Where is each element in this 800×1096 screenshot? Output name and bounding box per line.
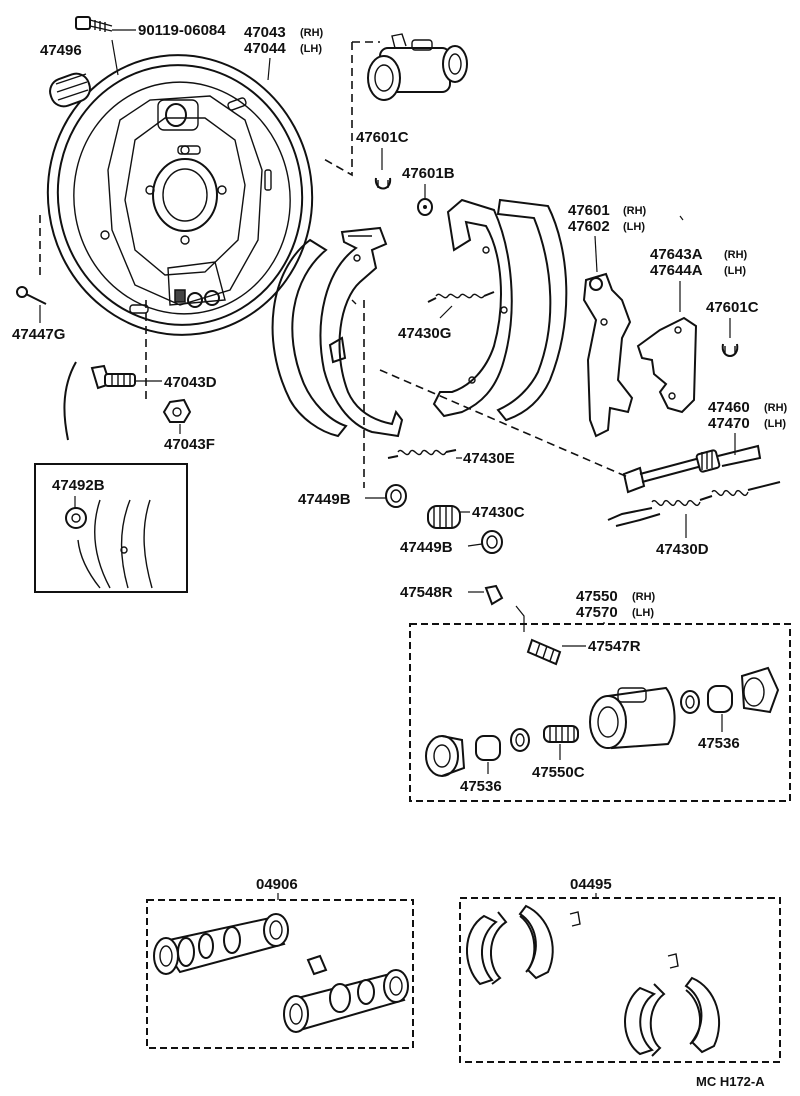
kit-04906-cylinder-right (283, 954, 409, 1033)
label-47449b-lower: 47449B (400, 539, 453, 556)
label-47550: 47550 (576, 588, 618, 605)
kit-04906-cylinder-left (153, 913, 289, 975)
label-47044: 47044 (244, 40, 286, 57)
label-47430g: 47430G (398, 325, 451, 342)
label-47449b-upper: 47449B (298, 491, 351, 508)
label-47536-left: 47536 (460, 778, 502, 795)
tag-47644a-lh: (LH) (724, 265, 746, 277)
tag-47460-rh: (RH) (764, 402, 788, 414)
boot-right (740, 666, 780, 714)
label-47570: 47570 (576, 604, 618, 621)
wheel-cylinder-body (589, 686, 676, 750)
label-47043d: 47043D (164, 374, 217, 391)
label-47602: 47602 (568, 218, 610, 235)
adjuster-strut (622, 444, 762, 494)
parking-brake-lever (582, 272, 634, 438)
backing-plate (46, 54, 314, 336)
wheel-cylinder-assembly (367, 33, 468, 101)
tag-47602-lh: (LH) (623, 221, 645, 233)
label-47470: 47470 (708, 415, 750, 432)
label-04906: 04906 (256, 876, 298, 893)
cup-left (510, 728, 530, 752)
kit-04495-shoes-upper (466, 904, 581, 986)
label-47643a: 47643A (650, 246, 703, 263)
label-47536-right: 47536 (698, 735, 740, 752)
kit-box-04906 (146, 899, 414, 1049)
label-47430d: 47430D (656, 541, 709, 558)
label-47601: 47601 (568, 202, 610, 219)
label-47601c-right: 47601C (706, 299, 759, 316)
tag-47043-rh: (RH) (300, 27, 324, 39)
retainer-47449b-lower (481, 530, 503, 554)
bleeder-47547r (526, 638, 562, 666)
wheel-cylinder-kit-box (409, 623, 791, 802)
tag-47601-rh: (RH) (623, 205, 647, 217)
label-04495: 04495 (570, 876, 612, 893)
bolt-47043d (90, 364, 136, 390)
spring-47430d (607, 481, 781, 527)
pin-47447g (16, 286, 47, 305)
tag-47044-lh: (LH) (300, 43, 322, 55)
label-90119-06084: 90119-06084 (138, 22, 226, 39)
clip-47601c-right (721, 343, 739, 357)
brake-shoe-left (271, 226, 404, 438)
brake-shoe-right (432, 198, 568, 422)
label-47547r: 47547R (588, 638, 641, 655)
label-47496: 47496 (40, 42, 82, 59)
kit-04495-shoes-lower (624, 953, 721, 1057)
label-47548r: 47548R (400, 584, 453, 601)
label-47430e: 47430E (463, 450, 515, 467)
piston-47536-right (707, 685, 733, 713)
boot-left (425, 735, 466, 777)
tag-47550-rh: (RH) (632, 591, 656, 603)
piston-47536-left (475, 735, 501, 761)
spring-47430g (427, 291, 495, 303)
tag-47570-lh: (LH) (632, 607, 654, 619)
nut-47043f (162, 398, 192, 423)
label-47430c: 47430C (472, 504, 525, 521)
tag-47643a-rh: (RH) (724, 249, 748, 261)
label-47460: 47460 (708, 399, 750, 416)
label-47644a: 47644A (650, 262, 703, 279)
label-47492b: 47492B (52, 477, 105, 494)
tag-47470-lh: (LH) (764, 418, 786, 430)
bolt-90119 (75, 16, 113, 32)
spring-47430c (427, 505, 461, 529)
label-47043: 47043 (244, 24, 286, 41)
label-47601c-top: 47601C (356, 129, 409, 146)
label-47550c: 47550C (532, 764, 585, 781)
cap-47548r (484, 584, 504, 606)
retainer-47449b-upper (385, 484, 407, 508)
label-47447g: 47447G (12, 326, 65, 343)
adjusting-lever (636, 316, 698, 414)
spring-47550c (543, 725, 579, 743)
label-47601b: 47601B (402, 165, 455, 182)
plug-47496 (49, 72, 91, 108)
clip-47601c-top (374, 177, 392, 190)
cup-right (680, 690, 700, 714)
parking-brake-cable (63, 361, 77, 441)
spring-47430e (387, 449, 457, 459)
diagram-code: MC H172-A (696, 1074, 765, 1089)
label-47043f: 47043F (164, 436, 215, 453)
inset-box-47492b (34, 463, 188, 593)
kit-box-04495 (459, 897, 781, 1063)
